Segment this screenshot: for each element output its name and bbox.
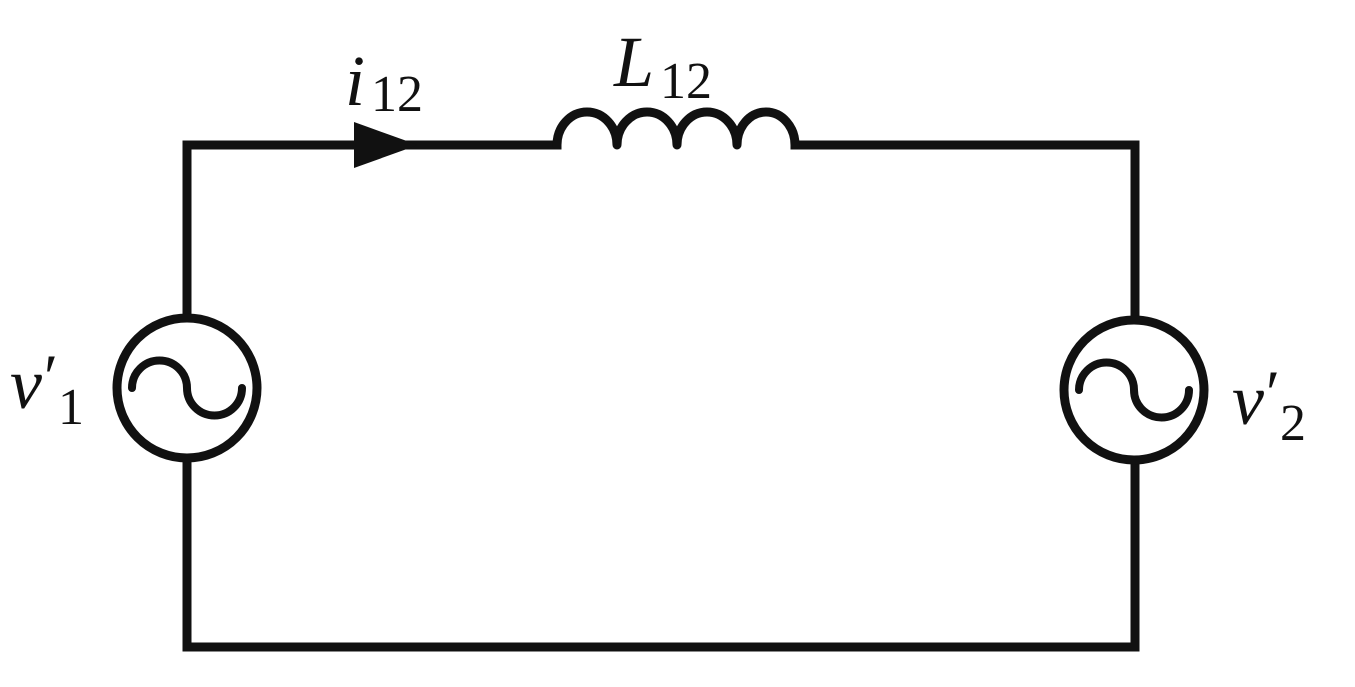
inductor-coil bbox=[552, 107, 800, 150]
top-right-wire bbox=[790, 140, 1140, 323]
source-right-label-subscript: 2 bbox=[1280, 395, 1306, 452]
source-right-label-prime: ′ bbox=[1266, 357, 1280, 428]
ac-source-left bbox=[112, 313, 262, 463]
inductor-label-symbol: L bbox=[613, 22, 654, 102]
top-left-wire bbox=[182, 140, 562, 323]
inductor-label-subscript: 12 bbox=[660, 53, 712, 110]
source-right-label: v′2 bbox=[1232, 357, 1306, 452]
source-left-label-subscript: 1 bbox=[58, 379, 84, 436]
source-left-label: v′1 bbox=[10, 341, 84, 436]
ac-source-left-tilde-icon bbox=[128, 356, 246, 420]
ac-source-right bbox=[1059, 315, 1209, 465]
ac-source-right-tilde-icon bbox=[1075, 358, 1193, 422]
source-left-label-prime: ′ bbox=[44, 341, 58, 412]
current-label-symbol: i bbox=[345, 41, 365, 121]
bottom-wire bbox=[182, 453, 1140, 652]
source-right-label-symbol: v bbox=[1232, 360, 1264, 440]
current-label-subscript: 12 bbox=[371, 66, 423, 123]
source-left-label-symbol: v bbox=[10, 344, 42, 424]
current-arrow bbox=[354, 122, 418, 168]
